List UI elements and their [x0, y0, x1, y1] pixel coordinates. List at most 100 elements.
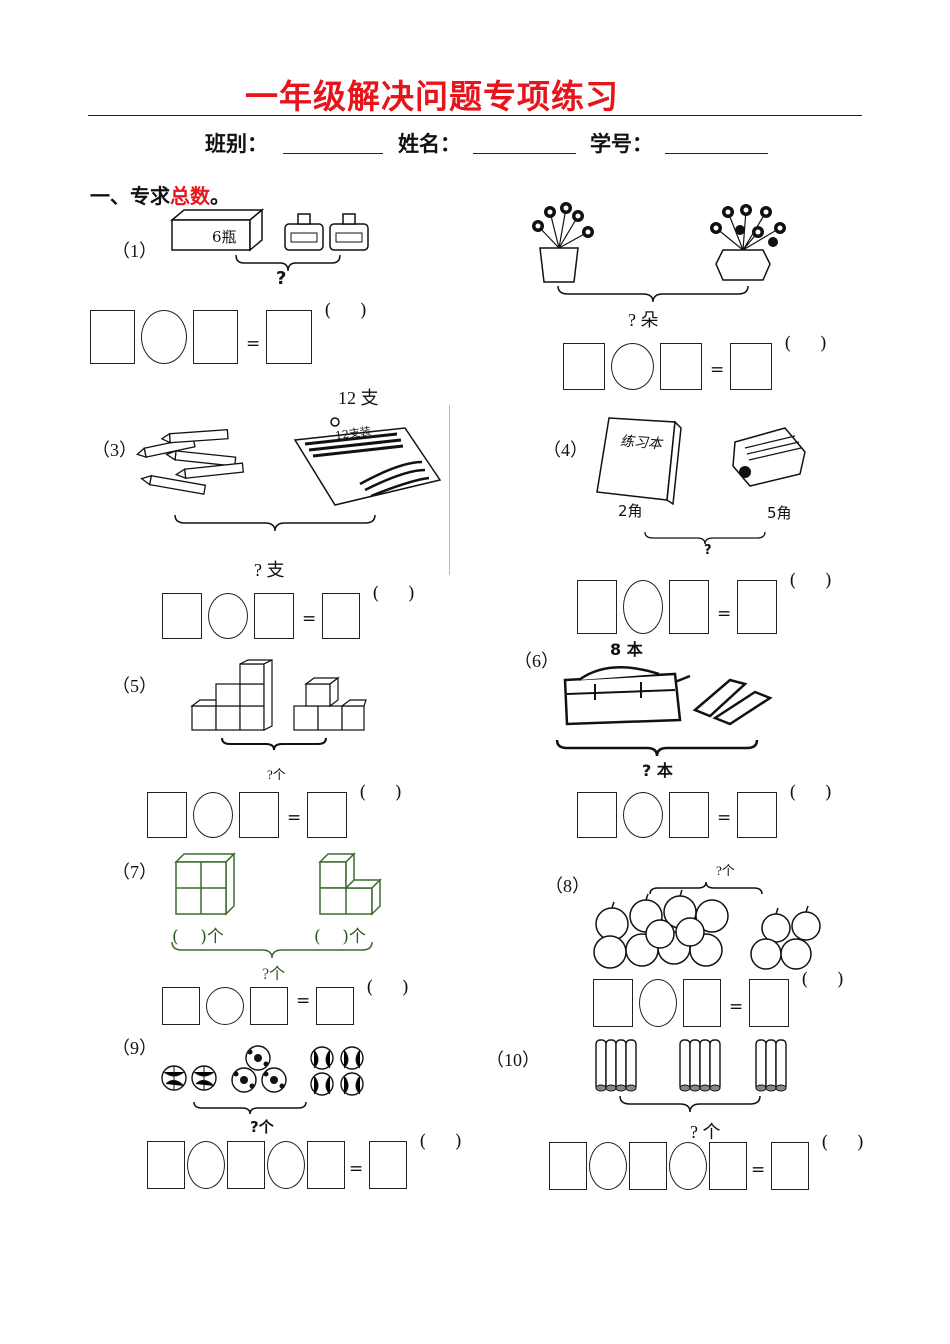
- bag-books-picture: [555, 666, 773, 757]
- unit-blank[interactable]: ( ): [789, 570, 832, 591]
- answer-box[interactable]: [162, 593, 202, 639]
- unit-blank[interactable]: ( ): [366, 977, 409, 998]
- notebook-sharpener-picture: [596, 417, 806, 545]
- bottles-box-picture: [169, 208, 369, 272]
- answer-box[interactable]: [549, 1142, 587, 1190]
- operator-circle[interactable]: [623, 580, 663, 634]
- operator-circle[interactable]: [141, 310, 187, 364]
- section-prefix: 一、专求: [90, 184, 170, 208]
- answer-box[interactable]: [254, 593, 294, 639]
- problem-7-count-1[interactable]: ( )个: [172, 927, 224, 947]
- equals-sign: =: [751, 1160, 766, 1180]
- answer-box[interactable]: [749, 979, 790, 1027]
- problem-5-equation: = ( ): [147, 782, 402, 838]
- problem-6-label: （6）: [514, 651, 559, 671]
- column-divider: [449, 405, 450, 575]
- unit-blank[interactable]: ( ): [372, 583, 415, 604]
- answer-box[interactable]: [307, 1141, 345, 1189]
- unit-blank[interactable]: ( ): [359, 782, 402, 803]
- answer-box[interactable]: [577, 792, 617, 838]
- problem-3-equation: = ( ): [162, 583, 415, 639]
- problem-10-question: ? 个: [690, 1122, 721, 1142]
- answer-box[interactable]: [193, 310, 238, 364]
- student-id-field[interactable]: [665, 153, 768, 154]
- operator-circle[interactable]: [206, 987, 244, 1025]
- problem-9-equation: = ( ): [147, 1131, 462, 1189]
- problem-2-question: ? 朵: [628, 310, 659, 330]
- class-field[interactable]: [283, 153, 383, 154]
- problem-7-label: （7）: [112, 862, 157, 882]
- problem-4-equation: = ( ): [577, 570, 832, 634]
- equals-sign: =: [287, 808, 302, 828]
- problem-6-known: 8 本: [610, 640, 643, 659]
- title-divider: [88, 115, 862, 116]
- unit-blank[interactable]: ( ): [784, 333, 827, 354]
- equals-sign: =: [729, 997, 744, 1017]
- answer-box[interactable]: [660, 343, 702, 390]
- answer-box[interactable]: [669, 792, 709, 838]
- answer-box[interactable]: [90, 310, 135, 364]
- problem-4-label: （4）: [543, 440, 588, 460]
- problem-7-question: ?个: [262, 966, 286, 983]
- answer-box[interactable]: [147, 1141, 185, 1189]
- answer-box[interactable]: [563, 343, 605, 390]
- problem-3-total: 12 支: [338, 388, 379, 408]
- operator-circle[interactable]: [623, 792, 663, 838]
- problem-7-count-2[interactable]: ( )个: [314, 927, 366, 947]
- answer-box[interactable]: [239, 792, 279, 838]
- problem-8-equation: = ( ): [593, 969, 844, 1027]
- problem-9-label: （9）: [112, 1038, 157, 1058]
- operator-circle[interactable]: [611, 343, 654, 390]
- problem-1-question: ?: [276, 268, 287, 289]
- operator-circle[interactable]: [208, 593, 248, 639]
- answer-box[interactable]: [709, 1142, 747, 1190]
- answer-box[interactable]: [771, 1142, 810, 1190]
- operator-circle[interactable]: [193, 792, 233, 838]
- problem-8-question: ?个: [716, 863, 735, 878]
- answer-box[interactable]: [307, 792, 348, 838]
- problem-4-question: ?: [704, 543, 712, 558]
- operator-circle[interactable]: [589, 1142, 627, 1190]
- problem-10-label: （10）: [486, 1050, 540, 1070]
- operator-circle[interactable]: [267, 1141, 305, 1189]
- problem-3-question: ? 支: [254, 560, 285, 580]
- answer-box[interactable]: [322, 593, 361, 639]
- answer-box[interactable]: [737, 792, 778, 838]
- answer-box[interactable]: [147, 792, 187, 838]
- operator-circle[interactable]: [639, 979, 677, 1027]
- operator-circle[interactable]: [669, 1142, 707, 1190]
- equals-sign: =: [717, 604, 732, 624]
- answer-box[interactable]: [369, 1141, 408, 1189]
- equals-sign: =: [302, 609, 317, 629]
- answer-box[interactable]: [629, 1142, 667, 1190]
- unit-blank[interactable]: ( ): [801, 969, 844, 990]
- answer-box[interactable]: [266, 310, 313, 364]
- answer-box[interactable]: [577, 580, 617, 634]
- answer-box[interactable]: [162, 987, 200, 1025]
- answer-box[interactable]: [669, 580, 709, 634]
- answer-box[interactable]: [730, 343, 773, 390]
- unit-blank[interactable]: ( ): [419, 1131, 462, 1152]
- page-title: 一年级解决问题专项练习: [245, 77, 619, 116]
- problem-8-label: （8）: [545, 876, 590, 896]
- equals-sign: =: [349, 1159, 364, 1179]
- answer-box[interactable]: [227, 1141, 265, 1189]
- cube-stacks-picture: [190, 659, 367, 751]
- equals-sign: =: [246, 334, 261, 354]
- name-field[interactable]: [473, 153, 576, 154]
- equals-sign: =: [296, 991, 311, 1011]
- unit-blank[interactable]: ( ): [324, 300, 367, 321]
- sharpener-price: 5角: [767, 504, 792, 522]
- problem-10-equation: = ( ): [549, 1132, 864, 1190]
- section-heading: 一、专求总数。: [90, 180, 230, 209]
- answer-box[interactable]: [593, 979, 633, 1027]
- answer-box[interactable]: [737, 580, 778, 634]
- problem-1-equation: = ( ): [90, 300, 367, 364]
- answer-box[interactable]: [250, 987, 288, 1025]
- problem-7-equation: = ( ): [162, 977, 409, 1025]
- operator-circle[interactable]: [187, 1141, 225, 1189]
- answer-box[interactable]: [316, 987, 355, 1025]
- unit-blank[interactable]: ( ): [789, 782, 832, 803]
- answer-box[interactable]: [683, 979, 721, 1027]
- unit-blank[interactable]: ( ): [821, 1132, 864, 1153]
